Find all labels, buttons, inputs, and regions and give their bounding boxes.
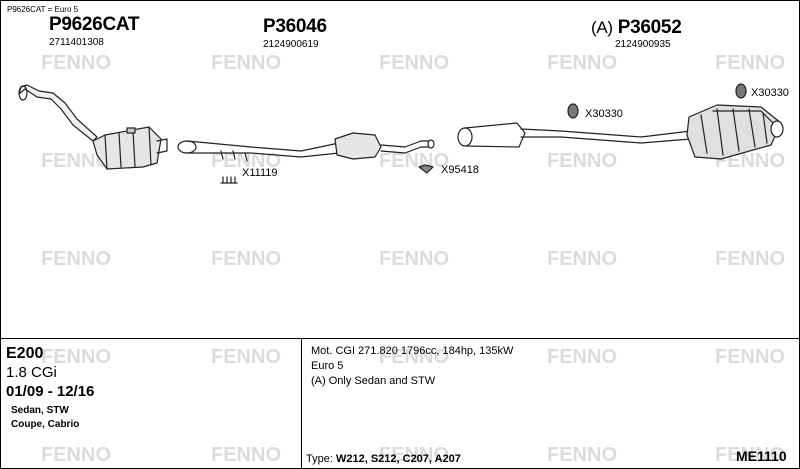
vehicle-body-type: Coupe, Cabrio [11, 419, 80, 430]
spec-line: (A) Only Sedan and STW [311, 375, 436, 387]
reference-code: ME1110 [736, 448, 787, 464]
header-note: P9626CAT = Euro 5 [7, 5, 79, 14]
middle-pipe-drawing [177, 132, 435, 162]
catalytic-converter-drawing [18, 84, 168, 170]
clamp-label-x11119: X11119 [242, 167, 278, 179]
vehicle-body-type: Sedan, STW [11, 405, 69, 416]
part-number-catalyst: P9626CAT [49, 14, 140, 35]
clamp-x30330-a-icon [567, 103, 579, 119]
clamp-x30330-b-icon [735, 83, 747, 99]
clamp-x95418-icon [418, 164, 434, 174]
exhaust-parts-drawing [18, 83, 784, 184]
part-number-rear-silencer: (A) P36052 [591, 17, 682, 38]
specs-panel: Mot. CGI 271.820 1796cc, 184hp, 135kW Eu… [302, 339, 799, 468]
oe-number-rear-silencer: 2124900935 [615, 39, 671, 50]
oe-number-middle-pipe: 2124900619 [263, 39, 319, 50]
clamp-label-x30330-b: X30330 [751, 87, 789, 99]
clamp-label-x30330-a: X30330 [585, 108, 623, 120]
type-value: W212, S212, C207, A207 [335, 453, 461, 465]
type-label: Type: [306, 453, 333, 465]
vehicle-years: 01/09 - 12/16 [6, 383, 95, 400]
clamp-label-x95418: X95418 [441, 164, 479, 176]
part-number-rear-silencer-value: P36052 [617, 17, 682, 38]
oe-number-catalyst: 2711401308 [49, 37, 104, 48]
vehicle-info-panel: E200 1.8 CGi 01/09 - 12/16 Sedan, STW Co… [1, 339, 302, 468]
vehicle-engine: 1.8 CGi [6, 364, 57, 381]
rear-silencer-drawing [457, 104, 784, 160]
type-line: Type: W212, S212, C207, A207 [306, 454, 461, 465]
vehicle-model: E200 [6, 345, 44, 362]
spec-line: Mot. CGI 271.820 1796cc, 184hp, 135kW [311, 345, 514, 357]
spec-line: Euro 5 [311, 360, 344, 372]
part-prefix: (A) [591, 18, 613, 37]
exhaust-diagram: P9626CAT = Euro 5 P9626CAT 2711401308 P3… [1, 1, 799, 339]
clamp-x11119-icon [220, 176, 238, 184]
part-number-middle-pipe: P36046 [263, 16, 327, 37]
